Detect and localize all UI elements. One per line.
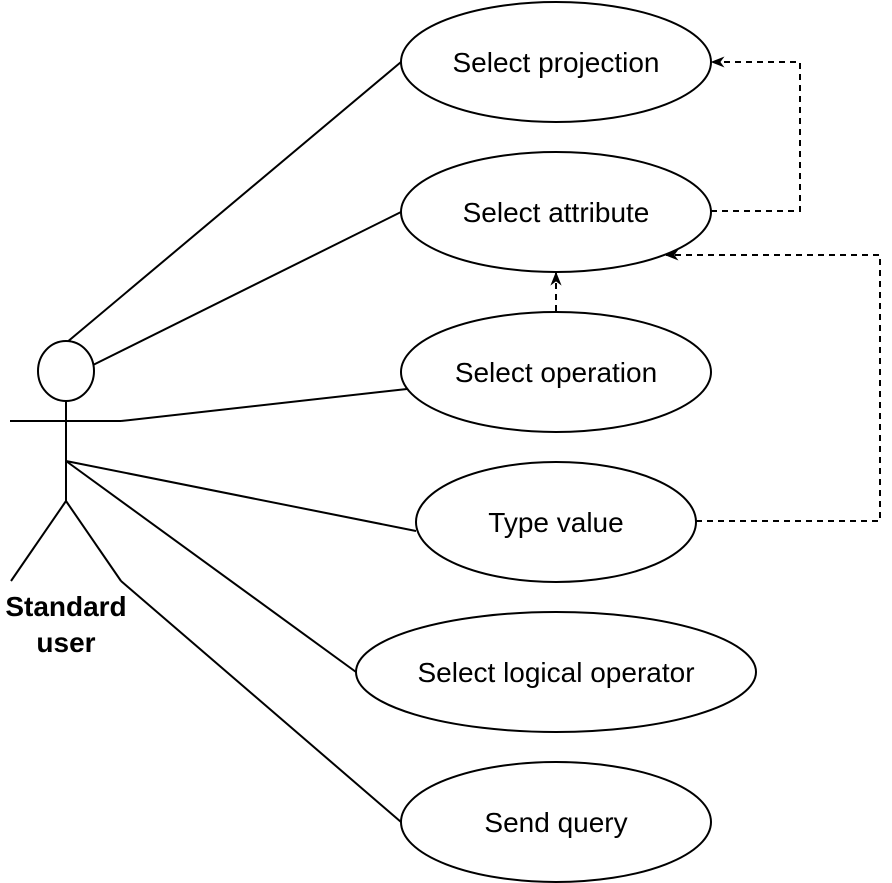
use-case-select-operation: Select operation [400,311,712,433]
use-case-send-query: Send query [400,761,712,883]
actor-left-leg [10,500,67,582]
dependency-typevalue-to-attribute [664,249,881,522]
use-case-type-value: Type value [415,461,697,583]
dependency-attribute-to-projection [710,56,801,212]
use-case-label: Send query [484,807,627,838]
use-case-ellipse [400,151,712,273]
association-select-projection [65,61,402,344]
association-select-attribute [92,211,402,366]
use-case-ellipse [400,311,712,433]
use-case-label: Select operation [455,357,657,388]
use-case-label: Select attribute [463,197,650,228]
association-select-logical-operator [65,460,357,673]
use-case-select-projection: Select projection [400,1,712,123]
use-case-label: Type value [488,507,623,538]
actor-standard-user: Standard user [5,340,127,658]
use-case-label: Select logical operator [417,657,694,688]
use-case-label: Select projection [452,47,659,78]
associations [65,61,417,823]
dependencies [550,56,881,522]
use-case-select-logical-operator: Select logical operator [355,611,757,733]
use-case-ellipse [355,611,757,733]
use-case-ellipse [415,461,697,583]
association-select-operation [120,388,408,422]
actor-name-line2: user [36,627,95,658]
use-case-ellipse [400,1,712,123]
association-type-value [65,460,417,532]
association-send-query [120,580,402,823]
actor-right-leg [65,500,122,582]
actor-name-line1: Standard [5,591,126,622]
actor-head [37,340,95,402]
use-case-ellipse [400,761,712,883]
use-case-select-attribute: Select attribute [400,151,712,273]
